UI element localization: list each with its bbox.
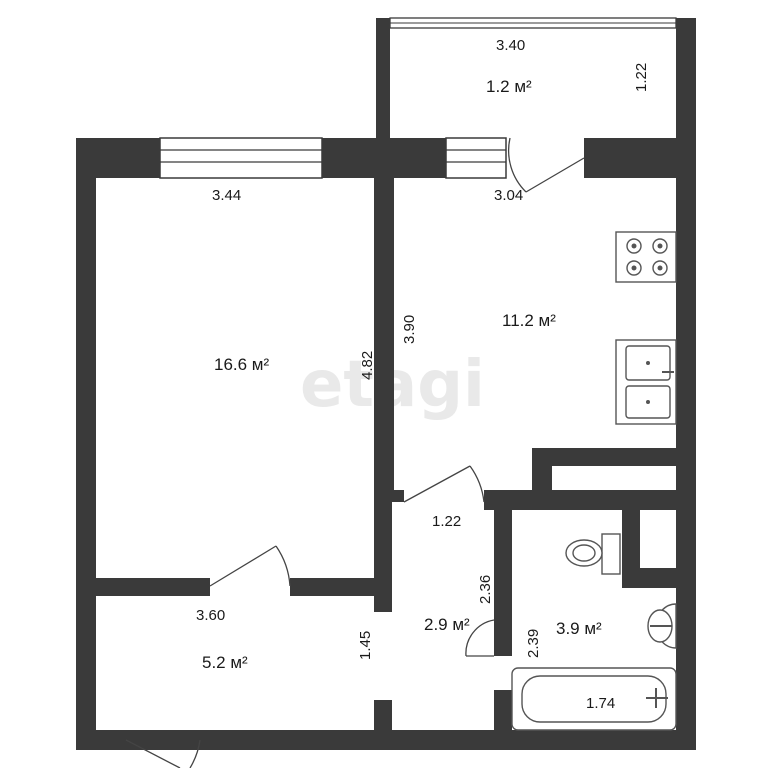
door-bath (465, 619, 495, 657)
door-entrance (125, 739, 201, 768)
dim-entry-length: 1.45 (357, 631, 374, 660)
stove-icon (615, 231, 677, 283)
balcony-glazing (389, 17, 677, 29)
dim-tub-length: 1.74 (586, 695, 615, 712)
sink-icon (615, 339, 677, 425)
window-kitchen (445, 137, 507, 179)
dim-entry-width: 3.60 (196, 607, 225, 624)
dim-room-length: 4.82 (359, 351, 376, 380)
area-room: 16.6 м² (214, 355, 269, 374)
washbasin-icon (647, 603, 677, 649)
door-balcony (507, 137, 585, 193)
area-hall: 2.9 м² (424, 615, 470, 634)
area-kitchen: 11.2 м² (502, 311, 556, 330)
dim-bath-length: 2.39 (525, 629, 542, 658)
window-room (159, 137, 323, 179)
bathtub-icon (511, 667, 677, 731)
area-balcony: 1.2 м² (486, 77, 532, 96)
area-bath: 3.9 м² (556, 619, 602, 638)
walls (76, 18, 696, 750)
dim-kitchen-length: 3.90 (401, 315, 418, 344)
toilet-icon (565, 533, 621, 575)
dim-hall-length: 2.36 (477, 575, 494, 604)
door-kitchen (403, 465, 485, 503)
area-entry: 5.2 м² (202, 653, 248, 672)
dim-hall-width: 1.22 (432, 513, 461, 530)
dim-room-width: 3.44 (212, 187, 241, 204)
dim-kitchen-width: 3.04 (494, 187, 523, 204)
door-room (209, 545, 291, 587)
dim-balcony-width: 3.40 (496, 37, 525, 54)
dim-balcony-depth: 1.22 (633, 63, 650, 92)
